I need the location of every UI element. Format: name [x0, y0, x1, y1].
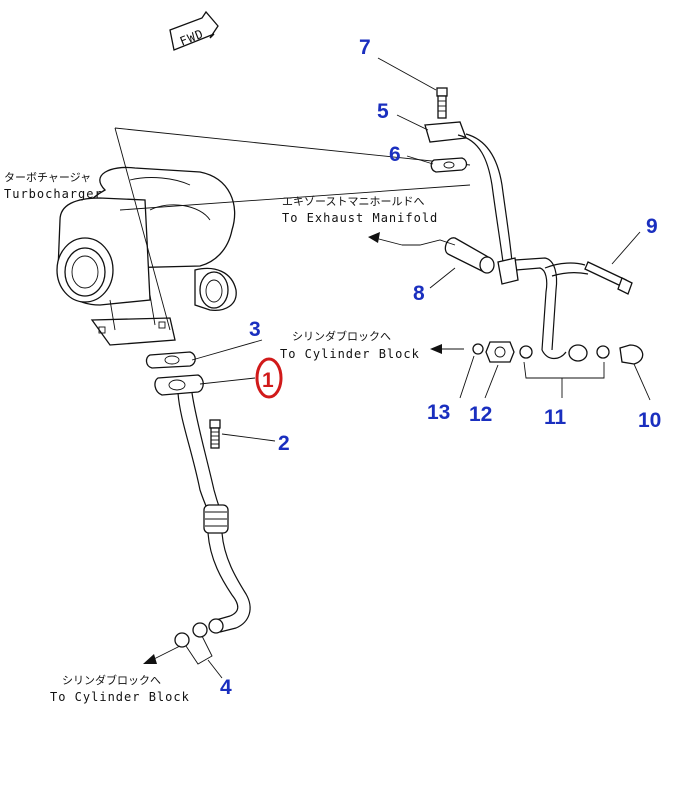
callout-11: 11: [544, 406, 567, 429]
callout-13: 13: [427, 401, 450, 424]
block-lower-label-jp: シリンダブロックへ: [62, 673, 161, 687]
turbocharger-label-en: Turbocharger: [4, 187, 103, 201]
callout-2: 2: [278, 432, 290, 455]
fittings: [472, 341, 644, 379]
turbocharger-icon: [56, 166, 237, 346]
seal-ring-right: [596, 345, 610, 359]
arrow-to-block-icon: [430, 344, 442, 354]
callout-3: 3: [249, 318, 261, 341]
nut-part-12: [485, 341, 515, 363]
seal-ring-left: [519, 345, 533, 359]
exhaust-label-jp: エキゾーストマニホールドへ: [282, 195, 424, 208]
turbocharger-label-jp: ターボチャージャ: [4, 171, 91, 184]
callout-1: 1: [262, 369, 274, 392]
tube-part-1: [154, 374, 251, 634]
block-label-en: To Cylinder Block: [280, 347, 420, 361]
callout-12: 12: [469, 403, 492, 426]
callout-6: 6: [389, 143, 401, 166]
pipe-assembly: [402, 87, 589, 362]
bolt-part-2: [209, 419, 221, 449]
bolt-part-9: [584, 261, 633, 295]
block-lower-label-en: To Cylinder Block: [50, 690, 190, 704]
reference-lines: [114, 127, 471, 331]
highlight-ring-part-1: [255, 357, 283, 399]
arrow-to-block-lower-icon: [143, 654, 157, 664]
callout-9: 9: [646, 215, 658, 238]
callout-10: 10: [638, 409, 661, 432]
leader-lines: [191, 57, 651, 679]
block-label-jp: シリンダブロックへ: [292, 329, 391, 343]
washer-part-13: [472, 343, 484, 355]
exhaust-label-en: To Exhaust Manifold: [282, 211, 438, 225]
direction-arrows: [143, 232, 464, 664]
callout-7: 7: [359, 36, 371, 59]
fwd-arrow-icon: FWD: [169, 10, 219, 51]
gasket-part-3: [145, 351, 196, 369]
callout-4: 4: [220, 676, 232, 699]
connector-part-4: [174, 622, 213, 665]
arrow-to-exhaust-icon: [368, 232, 380, 243]
callout-5: 5: [377, 100, 389, 123]
callout-8: 8: [413, 282, 425, 305]
plug-part-10: [619, 344, 644, 365]
